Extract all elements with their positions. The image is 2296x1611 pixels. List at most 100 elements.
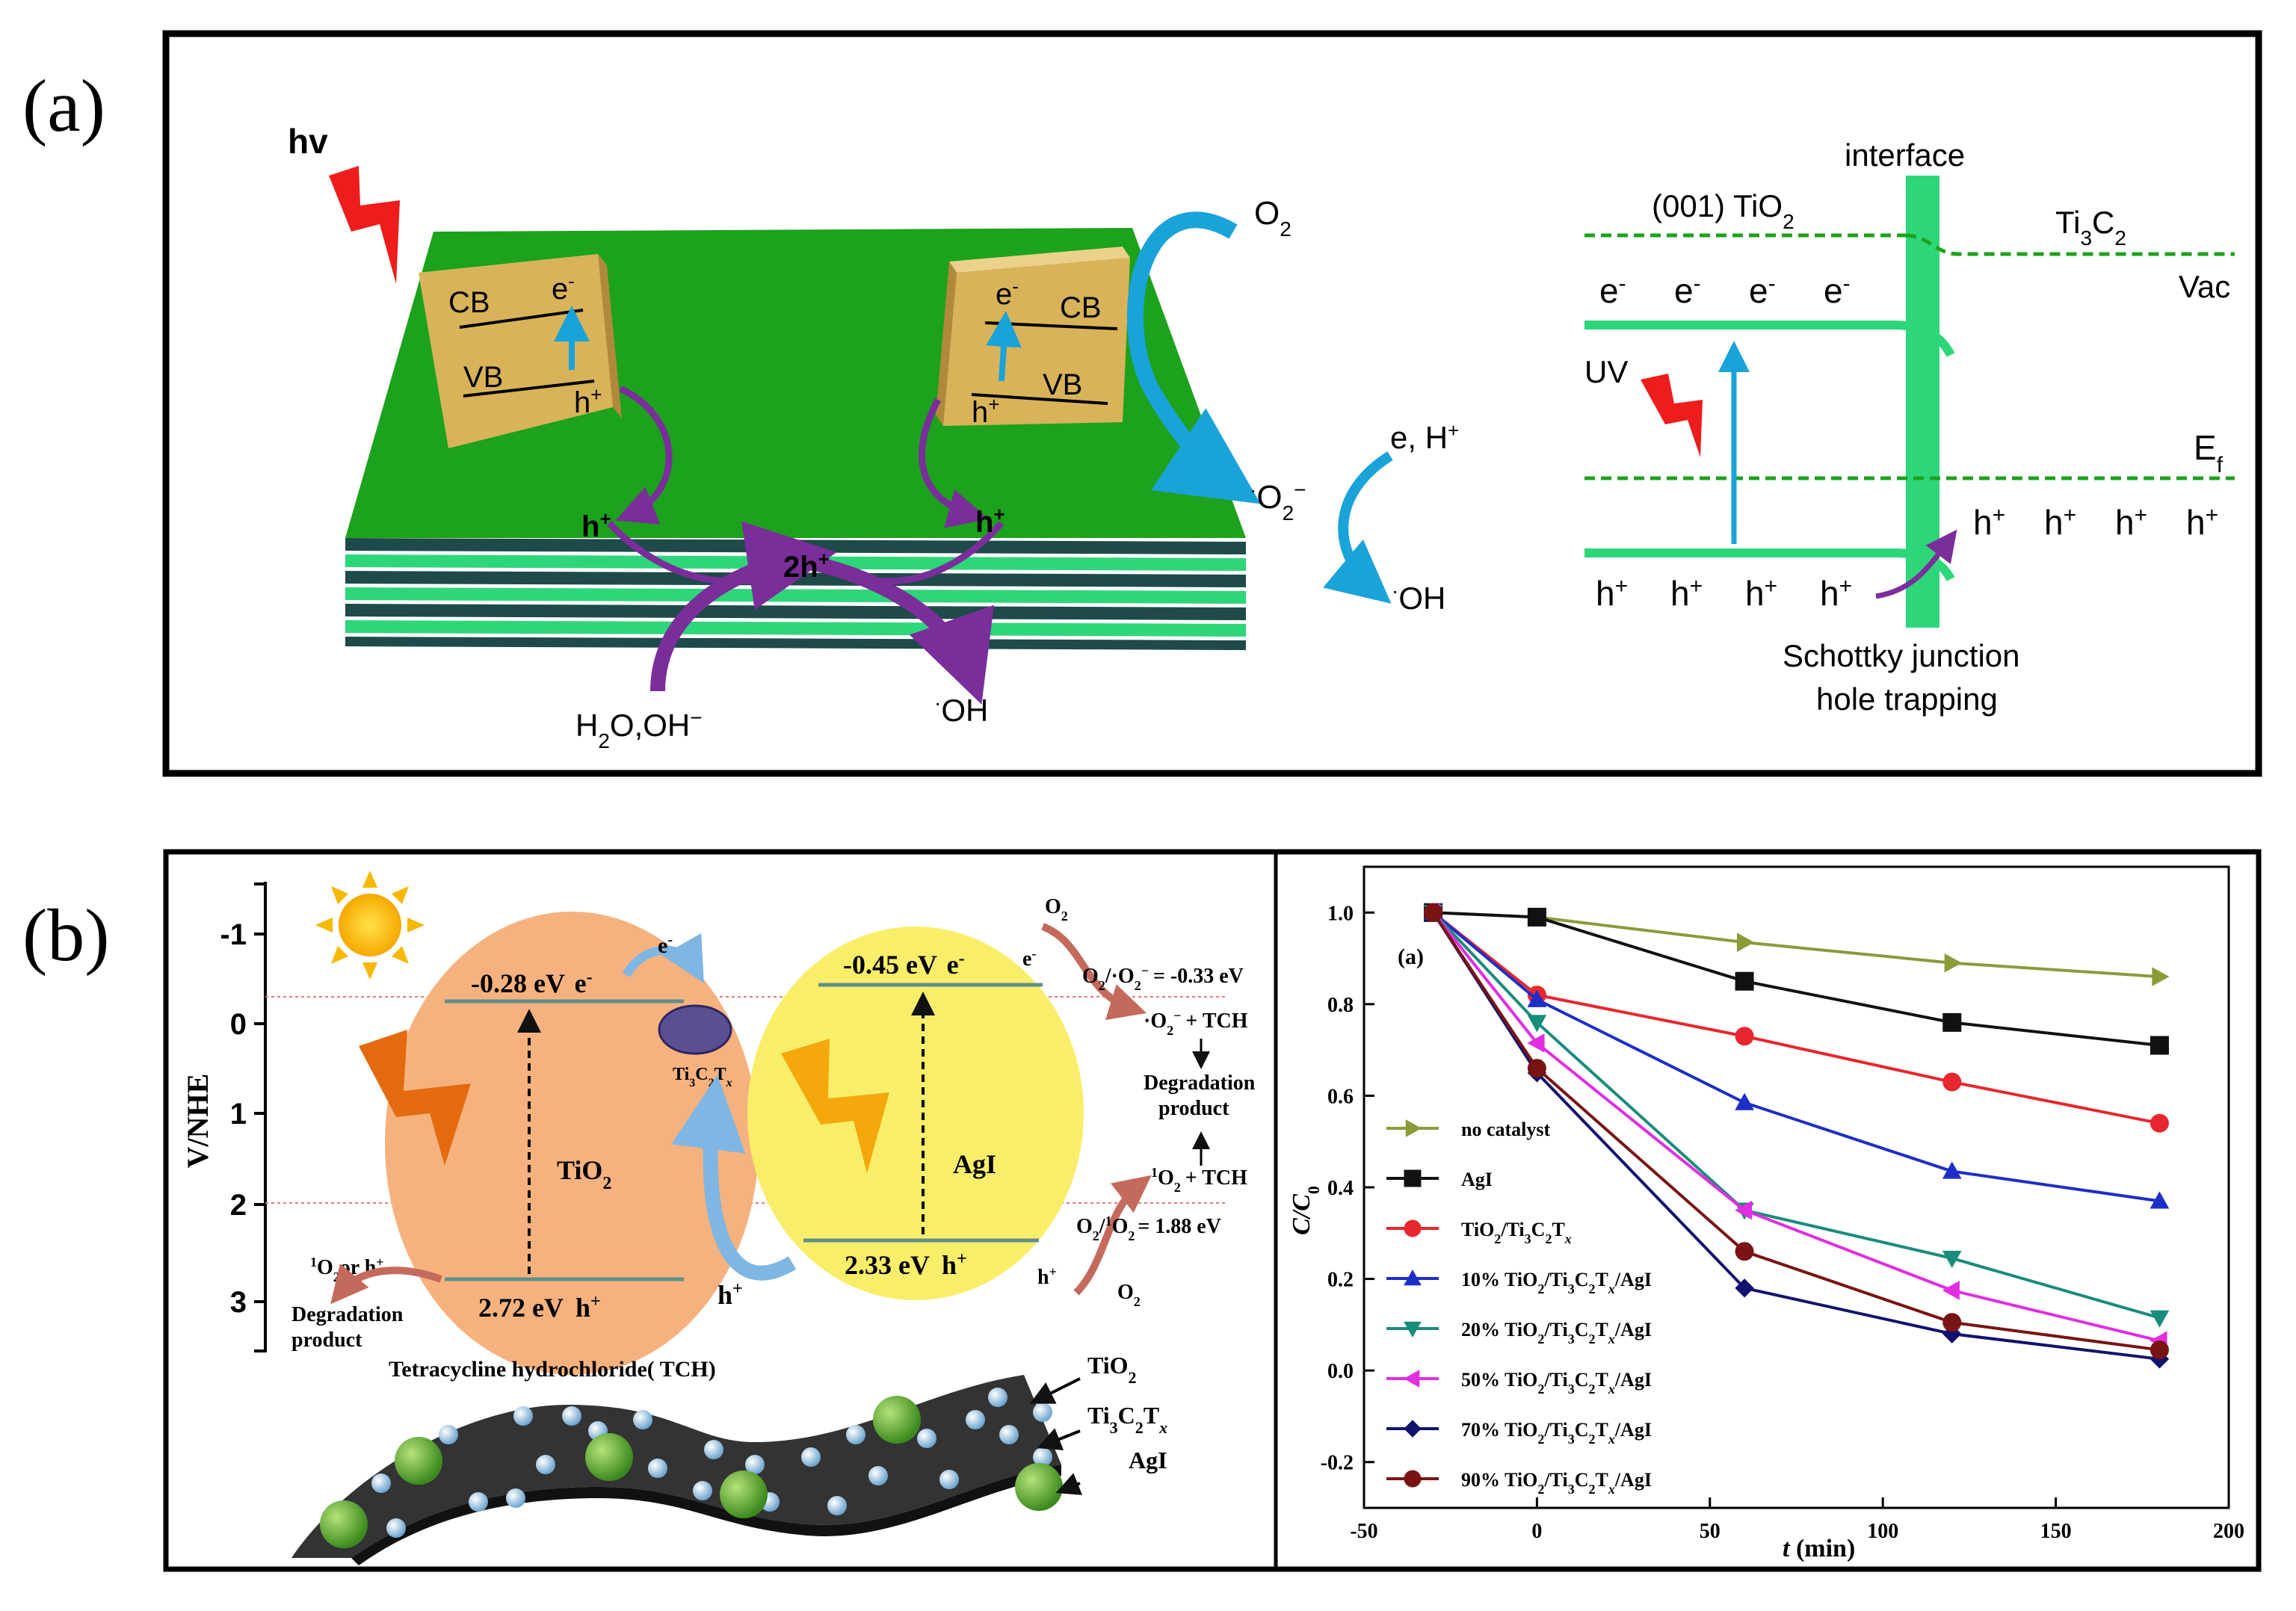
svg-text:2: 2 bbox=[230, 1189, 247, 1222]
e-h-label: e, H+ bbox=[1390, 419, 1459, 455]
panel-a-frame bbox=[162, 30, 2262, 777]
degradation-left-2: product bbox=[291, 1329, 362, 1352]
svg-text:h+: h+ bbox=[1745, 574, 1777, 613]
hole-labels-right: h+ h+ h+ h+ bbox=[1973, 503, 2218, 542]
semiconductor-cube-right bbox=[936, 247, 1130, 426]
o2-reduction-arrow bbox=[1041, 923, 1147, 1021]
data-point bbox=[2152, 967, 2170, 986]
data-point bbox=[1942, 1072, 1962, 1092]
energy-axis bbox=[254, 882, 267, 1352]
svg-text:h+: h+ bbox=[2044, 503, 2076, 542]
o2-redox-potential: O2/·O2−= -0.33 eV bbox=[1082, 963, 1244, 993]
data-point bbox=[1735, 971, 1754, 991]
svg-text:h+: h+ bbox=[1596, 574, 1628, 613]
o2-top-label: O2 bbox=[1045, 895, 1068, 924]
vac-label: Vac bbox=[2179, 269, 2230, 304]
series-group bbox=[1424, 903, 2169, 1055]
y-tick-label: -0.2 bbox=[1321, 1452, 1354, 1475]
tio2-lightning-icon bbox=[359, 1030, 471, 1166]
data-point bbox=[1404, 1169, 1422, 1187]
x-tick-label: 200 bbox=[2213, 1520, 2244, 1543]
layer-agi-label: AgI bbox=[1129, 1447, 1167, 1474]
data-point bbox=[1403, 1370, 1420, 1388]
svg-text:3: 3 bbox=[230, 1286, 247, 1319]
data-point bbox=[1405, 1119, 1422, 1137]
vb-label-left: VB bbox=[463, 361, 503, 394]
x-tick-label: 0 bbox=[1531, 1520, 1542, 1543]
agi-ellipse bbox=[747, 927, 1084, 1300]
tio2-name: TiO2 bbox=[557, 1155, 611, 1193]
data-point bbox=[1944, 953, 1962, 973]
cb-label-left: CB bbox=[448, 286, 490, 319]
layer-tio2-label: TiO2 bbox=[1087, 1352, 1137, 1387]
fermi-level-label: Ef bbox=[2194, 428, 2224, 477]
data-point bbox=[1942, 1161, 1962, 1179]
legend-label: 70% TiO2/Ti3C2Tx/AgI bbox=[1461, 1419, 1652, 1447]
schottky-line-1: Schottky junction bbox=[1783, 638, 2020, 673]
degradation-left-1: Degradation bbox=[291, 1303, 404, 1326]
uv-label: UV bbox=[1584, 354, 1628, 389]
semiconductor-cube-left bbox=[419, 254, 622, 448]
data-point bbox=[1527, 1033, 1545, 1053]
svg-text:-1: -1 bbox=[220, 918, 247, 951]
lightning-bolt-icon bbox=[329, 166, 400, 284]
energy-axis-ticks: -1 0 1 2 3 bbox=[220, 918, 247, 1319]
data-point bbox=[1942, 1250, 1962, 1269]
legend-label: AgI bbox=[1461, 1169, 1493, 1190]
y-tick-label: 0.2 bbox=[1327, 1269, 1354, 1292]
series-group bbox=[1423, 903, 2170, 1209]
svg-text:e-: e- bbox=[1824, 271, 1851, 311]
data-point bbox=[1404, 1321, 1422, 1338]
svg-text:0: 0 bbox=[230, 1008, 247, 1041]
h-label-right-cube: h+ bbox=[972, 393, 999, 429]
hv-label: hv bbox=[288, 122, 328, 161]
data-point bbox=[1942, 1012, 1962, 1032]
h-plus-left: h+ bbox=[581, 507, 611, 543]
tch-label: Tetracycline hydrochloride( TCH) bbox=[389, 1357, 716, 1382]
data-point bbox=[2150, 1113, 2169, 1133]
data-point bbox=[2150, 1036, 2169, 1055]
data-point bbox=[2150, 1341, 2169, 1360]
data-point bbox=[1404, 1470, 1422, 1488]
data-point bbox=[1942, 1281, 1960, 1300]
data-point bbox=[1404, 1420, 1422, 1438]
superoxide-tch: ·O2−+ TCH bbox=[1144, 1008, 1248, 1038]
y-tick-label: 1.0 bbox=[1327, 902, 1354, 925]
legend-label: 10% TiO2/Ti3C2Tx/AgI bbox=[1461, 1269, 1652, 1296]
oh-radical-right: ·OH bbox=[1392, 579, 1445, 616]
data-point bbox=[1735, 1200, 1753, 1220]
svg-text:1: 1 bbox=[230, 1098, 247, 1131]
panel-b-frame bbox=[163, 849, 2262, 1572]
panel-a-label: (a) bbox=[22, 64, 105, 147]
interface-label: interface bbox=[1845, 137, 1965, 173]
series-line bbox=[1432, 911, 2160, 1203]
y-tick-label: 0.4 bbox=[1327, 1177, 1354, 1200]
e-agi-right: e- bbox=[1022, 946, 1036, 971]
h-plus-agi-right: h+ bbox=[1037, 1264, 1057, 1289]
svg-text:h+: h+ bbox=[1670, 574, 1703, 613]
schottky-line-2: hole trapping bbox=[1816, 681, 1998, 717]
o2-bottom-label: O2 bbox=[1117, 1281, 1141, 1309]
degradation-right-2: product bbox=[1158, 1097, 1229, 1120]
tio2-001-label: (001) TiO2 bbox=[1652, 188, 1794, 233]
vb-label-right: VB bbox=[1043, 368, 1082, 401]
hole-labels-left: h+ h+ h+ h+ bbox=[1596, 574, 1852, 613]
chart-panel-tag: (a) bbox=[1398, 944, 1424, 969]
electron-labels: e- e- e- e- bbox=[1599, 271, 1851, 311]
svg-text:e-: e- bbox=[1674, 271, 1701, 311]
x-tick-label: 100 bbox=[1867, 1520, 1898, 1543]
data-point bbox=[1404, 1219, 1422, 1237]
data-point bbox=[1735, 1027, 1754, 1046]
svg-text:e-: e- bbox=[1749, 271, 1776, 311]
oxygen-reduction-arrows bbox=[1126, 211, 1393, 604]
x-tick-label: 50 bbox=[1700, 1520, 1721, 1543]
h-label-left-cube: h+ bbox=[574, 383, 602, 419]
legend-label: 20% TiO2/Ti3C2Tx/AgI bbox=[1461, 1319, 1652, 1346]
left-degradation-arrow bbox=[330, 1263, 442, 1305]
data-point bbox=[1404, 1269, 1422, 1286]
data-point bbox=[1527, 1015, 1547, 1033]
